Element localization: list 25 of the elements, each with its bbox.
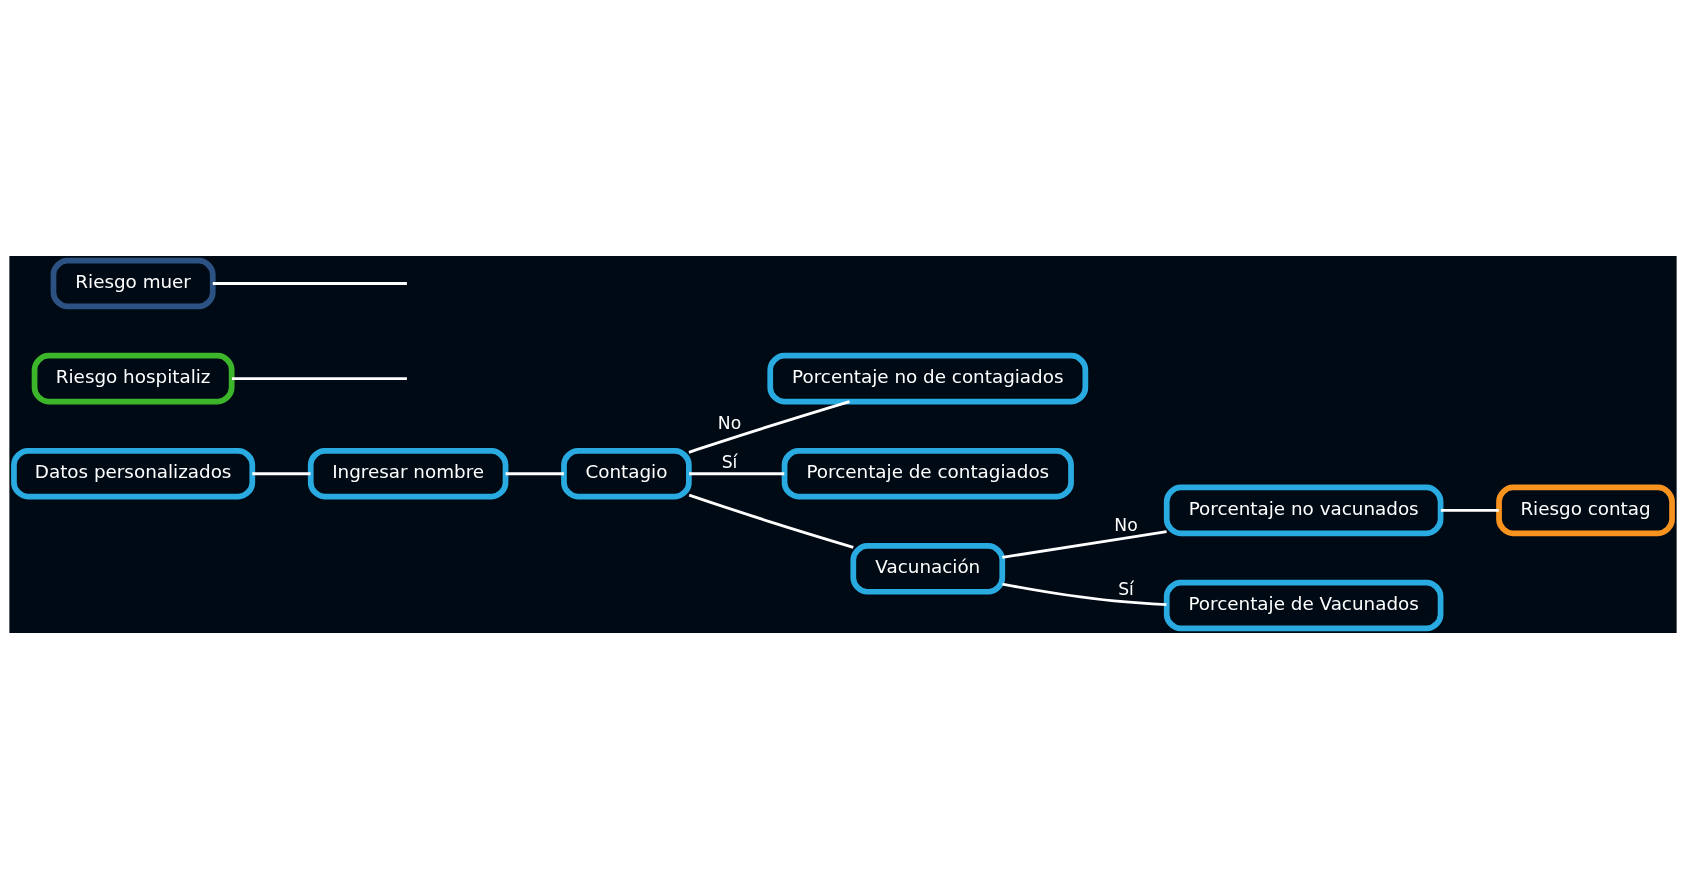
node-box: Ingresar nombre bbox=[307, 447, 508, 500]
node-box: Riesgo contag bbox=[1495, 484, 1675, 537]
connector bbox=[1001, 582, 1166, 606]
connector bbox=[505, 472, 564, 476]
node-box: Porcentaje no de contagiados bbox=[766, 352, 1088, 405]
node-box: Porcentaje de contagiados bbox=[781, 447, 1074, 500]
edge-label: No bbox=[1113, 515, 1138, 536]
node-box: Vacunación bbox=[849, 543, 1005, 595]
node-box: Contagio bbox=[560, 447, 692, 500]
node-box: Riesgo muer bbox=[50, 257, 216, 310]
connector bbox=[1440, 508, 1499, 512]
node-box: Datos personalizados bbox=[10, 447, 255, 500]
edge-label: Sí bbox=[721, 451, 737, 472]
connector bbox=[687, 400, 850, 454]
connector bbox=[688, 493, 854, 549]
edge-label: Sí bbox=[1117, 579, 1134, 600]
node-box: Riesgo hospitaliz bbox=[31, 352, 235, 405]
connector bbox=[251, 472, 310, 476]
connector bbox=[1001, 530, 1167, 559]
connector bbox=[688, 472, 784, 476]
connector bbox=[231, 377, 407, 381]
node-box: Porcentaje de Vacunados bbox=[1163, 579, 1443, 632]
connector bbox=[212, 282, 407, 285]
node-box: Porcentaje no vacunados bbox=[1163, 484, 1443, 537]
edge-label: No bbox=[717, 413, 741, 434]
